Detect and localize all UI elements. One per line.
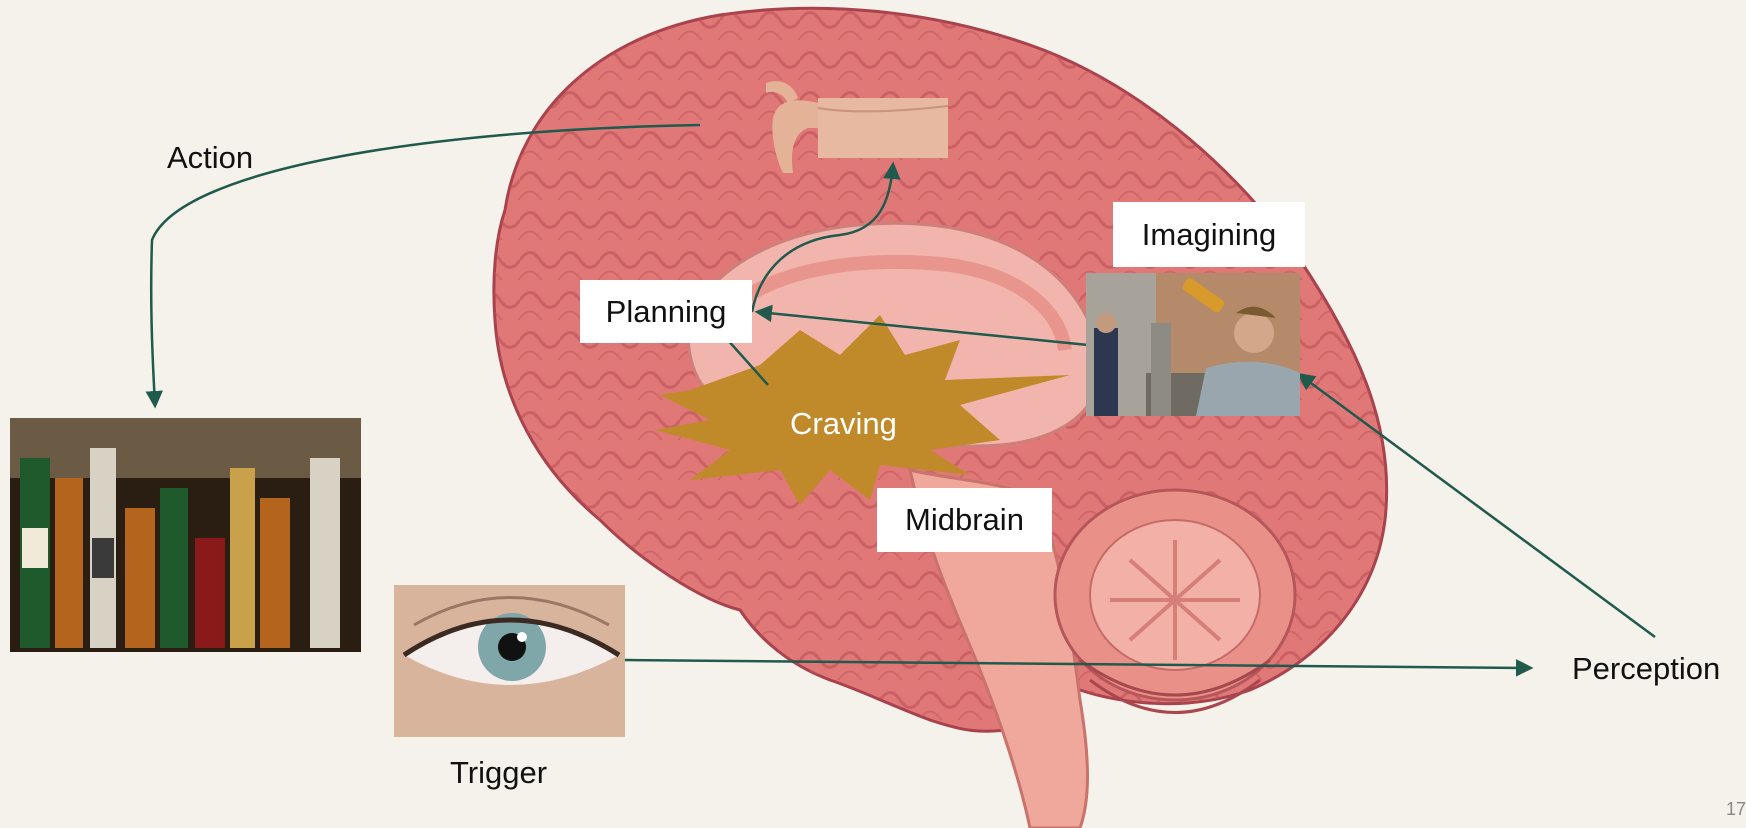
page-number: 17: [1726, 799, 1746, 820]
cerebellum: [1055, 490, 1295, 713]
midbrain-box: Midbrain: [877, 488, 1052, 552]
eye-photo: [394, 585, 625, 737]
action-label: Action: [167, 142, 253, 173]
liquor-bottles-photo: [10, 418, 361, 652]
person-drinking-photo: [1086, 273, 1300, 416]
planning-box: Planning: [580, 280, 752, 343]
pinching-hand-image: [748, 78, 948, 178]
perception-label: Perception: [1572, 653, 1720, 684]
imagining-box: Imagining: [1113, 202, 1305, 267]
craving-label: Craving: [790, 408, 897, 439]
trigger-label: Trigger: [450, 757, 547, 788]
